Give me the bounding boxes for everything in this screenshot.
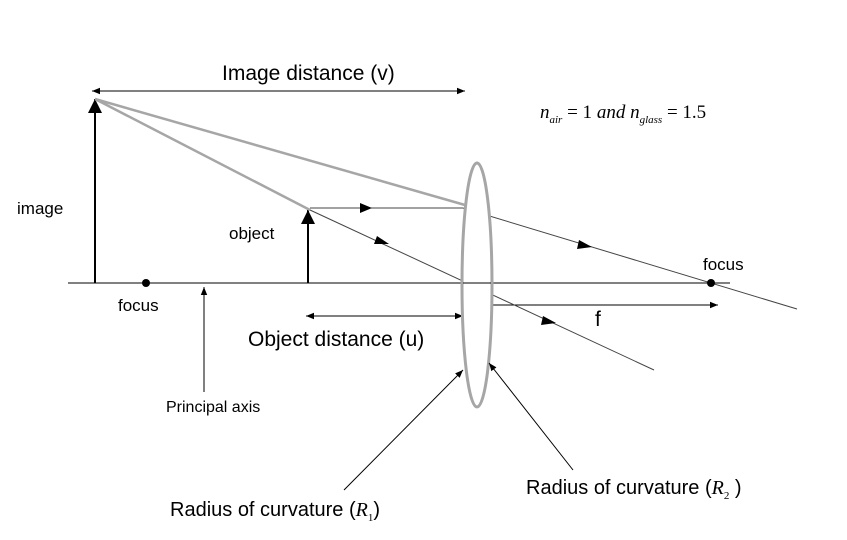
radius-r2-suffix: ) (729, 477, 741, 499)
radius-r1-prefix: Radius of curvature ( (170, 499, 356, 521)
focus-label-left: focus (118, 296, 159, 315)
focus-label-right: focus (703, 255, 744, 274)
focus-point-left (142, 279, 150, 287)
refracted-ray-arrowhead (577, 240, 592, 249)
virtual-ray-top (94, 97, 466, 207)
object-label: object (229, 224, 275, 243)
n-glass-subscript: glass (640, 114, 663, 126)
virtual-ray-center (94, 97, 311, 212)
focal-length-label: f (595, 308, 601, 331)
radius-r1-subscript: 1 (368, 512, 374, 524)
ray-center-arrowhead-2 (541, 316, 556, 325)
n-air-value: = 1 (562, 102, 596, 123)
n-air-subscript: air (550, 114, 564, 126)
n-air-symbol: n (540, 102, 550, 123)
object-distance-label: Object distance (u) (248, 328, 424, 351)
parallel-ray-arrowhead (360, 203, 372, 213)
refractive-index-equation: nair = 1 and nglass = 1.5 (540, 102, 706, 126)
radius-r2-symbol: R (711, 477, 724, 499)
ray-center-arrowhead-1 (374, 236, 389, 244)
radius-r2-label: Radius of curvature (R2 ) (526, 477, 742, 502)
n-glass-symbol: n (630, 102, 640, 123)
principal-axis-label: Principal axis (166, 399, 260, 416)
radius-r2-subscript: 2 (724, 490, 730, 502)
image-label: image (17, 199, 63, 218)
radius-r1-label: Radius of curvature (R1) (170, 499, 380, 524)
image-distance-label: Image distance (v) (222, 62, 395, 85)
and-text: and (597, 102, 630, 123)
radius-r1-symbol: R (355, 499, 368, 521)
refracted-ray (462, 207, 798, 310)
n-glass-value: = 1.5 (662, 102, 706, 123)
r2-pointer (488, 362, 574, 471)
convex-lens (460, 161, 494, 409)
radius-r2-prefix: Radius of curvature ( (526, 477, 712, 499)
r1-pointer (343, 369, 464, 491)
focus-point-right (707, 279, 715, 287)
radius-r1-suffix: ) (373, 499, 380, 521)
